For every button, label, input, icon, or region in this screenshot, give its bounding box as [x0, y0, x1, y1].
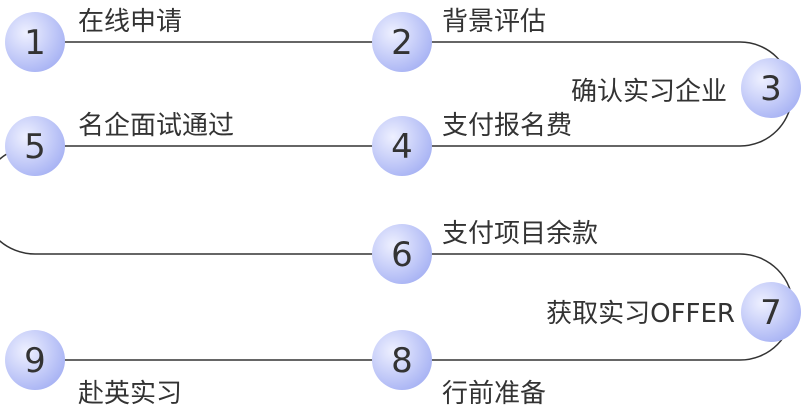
- step-5-label: 名企面试通过: [78, 111, 234, 141]
- step-2-circle: [372, 12, 432, 72]
- step-7-label: 获取实习OFFER: [546, 299, 735, 329]
- step-9-circle: [5, 330, 65, 390]
- step-8-number: 8: [391, 341, 413, 381]
- step-2: 2 背景评估: [372, 7, 546, 72]
- step-5-circle: [5, 116, 65, 176]
- step-5-number: 5: [24, 127, 46, 167]
- step-8: 8 行前准备: [372, 330, 546, 409]
- step-7-number: 7: [760, 293, 782, 333]
- step-5: 5 名企面试通过: [5, 111, 234, 176]
- step-3: 3 确认实习企业: [571, 58, 801, 118]
- step-3-number: 3: [760, 69, 782, 109]
- step-1: 1 在线申请: [5, 7, 182, 72]
- step-3-label: 确认实习企业: [571, 77, 727, 107]
- step-9-number: 9: [24, 341, 46, 381]
- step-6-number: 6: [391, 235, 413, 275]
- step-8-circle: [372, 330, 432, 390]
- step-7-circle: [741, 282, 801, 342]
- step-2-number: 2: [391, 23, 413, 63]
- step-4-circle: [372, 116, 432, 176]
- step-9: 9 赴英实习: [5, 330, 182, 409]
- step-3-circle: [741, 58, 801, 118]
- step-9-label: 赴英实习: [78, 379, 182, 409]
- step-6-label: 支付项目余款: [442, 219, 598, 249]
- step-1-circle: [5, 12, 65, 72]
- step-6-circle: [372, 224, 432, 284]
- step-7: 7 获取实习OFFER: [546, 282, 801, 342]
- step-6: 6 支付项目余款: [372, 219, 598, 284]
- step-4: 4 支付报名费: [372, 111, 572, 176]
- step-1-label: 在线申请: [78, 7, 182, 37]
- step-1-number: 1: [24, 23, 46, 63]
- step-8-label: 行前准备: [442, 379, 546, 409]
- step-4-label: 支付报名费: [442, 111, 572, 141]
- step-4-number: 4: [391, 127, 413, 167]
- step-2-label: 背景评估: [442, 7, 546, 37]
